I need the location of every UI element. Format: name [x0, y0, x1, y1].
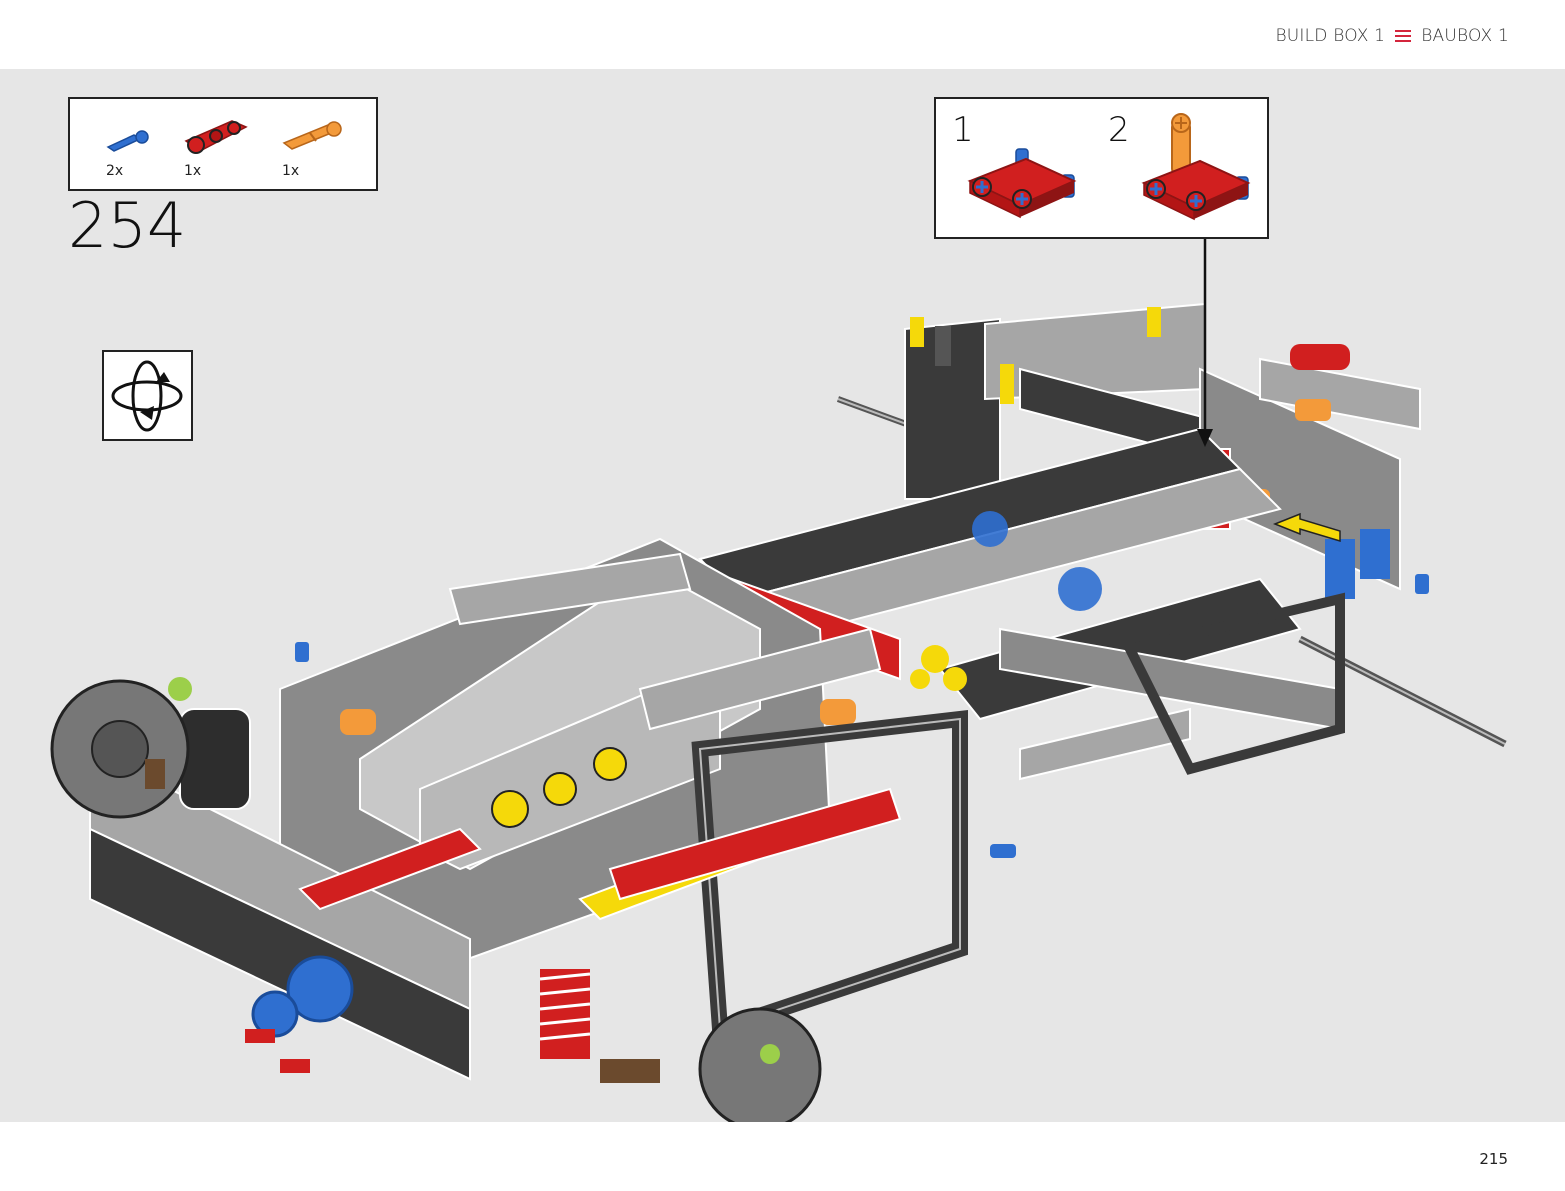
blue-axle-pin-icon: [106, 130, 149, 152]
page-number: 215: [1479, 1150, 1508, 1168]
page-header: BUILD BOX 1 BAUBOX 1: [0, 0, 1565, 69]
shock-spring: [539, 972, 591, 1041]
front-frame: [50, 574, 1429, 1122]
part-count-3: 1x: [282, 163, 300, 179]
sub-assembly-callout: 1 2: [934, 97, 1269, 239]
substep-1-illustration: [967, 148, 1077, 219]
separator-icon: [1395, 30, 1412, 42]
parts-list: 2x 1x 1x: [68, 97, 378, 191]
orange-axle-pin-icon: [282, 121, 342, 150]
model-illustration: [50, 239, 1507, 1122]
page-footer: 215: [0, 1122, 1565, 1191]
substep-2-illustration: [1141, 113, 1251, 221]
substep-2-number: 2: [1108, 110, 1130, 150]
substep-1-number: 1: [952, 110, 974, 150]
callout-pointer: [1197, 239, 1213, 447]
rear-frame: [904, 302, 1421, 599]
instruction-canvas: 2x 1x 1x 254 1: [0, 69, 1565, 1122]
build-box-de: BAUBOX 1: [1421, 26, 1509, 46]
red-connector-icon: [184, 120, 248, 154]
rotate-model-icon: [102, 350, 193, 441]
build-box-en: BUILD BOX 1: [1275, 26, 1386, 46]
step-number: 254: [68, 189, 187, 262]
part-count-1: 2x: [106, 163, 124, 179]
build-box-label: BUILD BOX 1 BAUBOX 1: [1275, 26, 1509, 46]
rotate-arrows-icon: [111, 360, 183, 432]
part-count-2: 1x: [184, 163, 202, 179]
